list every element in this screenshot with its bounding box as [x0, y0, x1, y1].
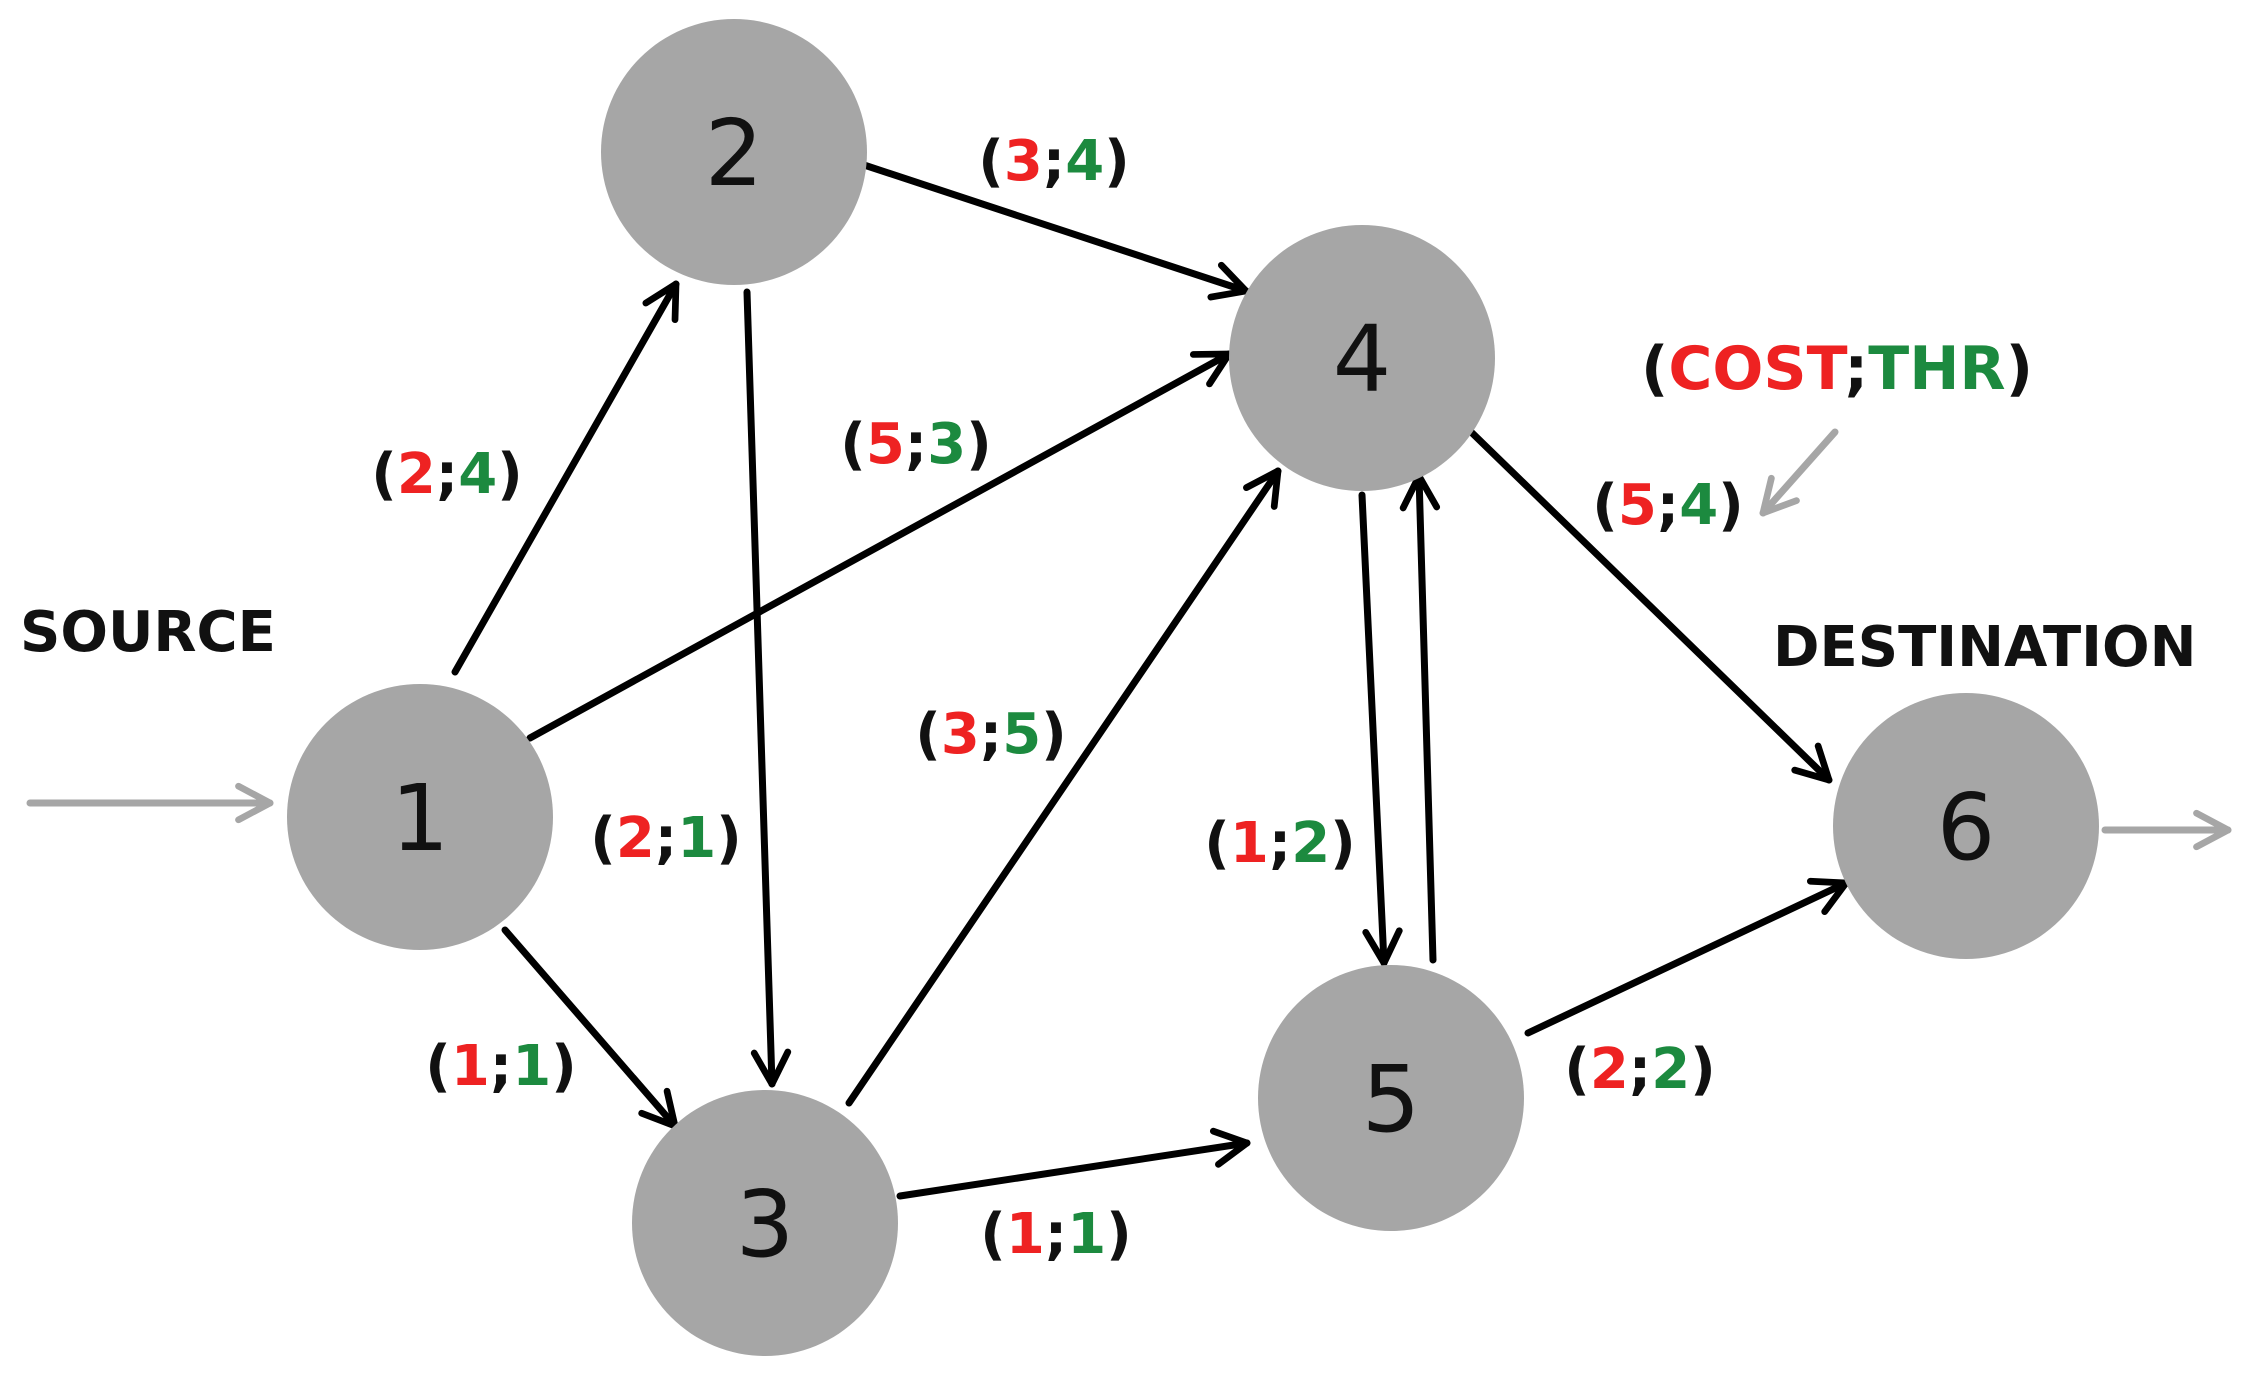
source-label: SOURCE: [20, 600, 276, 665]
edge-5-6-cost: 2: [1590, 1037, 1629, 1102]
edge-label-2-4: (3;4): [978, 129, 1130, 194]
edge-label-3-4: (3;5): [915, 702, 1067, 767]
edge-3-4: [845, 467, 1282, 1107]
edge-1-3-thr: 1: [512, 1034, 551, 1099]
edge-2-3: [743, 288, 792, 1088]
node-2: 2: [601, 19, 867, 285]
edge-3-5-cost: 1: [1006, 1202, 1045, 1267]
node-6-label: 6: [1937, 774, 1996, 881]
edge-4-6: [1463, 424, 1833, 784]
edge-4-6-thr: 4: [1679, 473, 1718, 538]
edge-1-2-cost: 2: [397, 442, 436, 507]
node-1-label: 1: [391, 765, 450, 872]
edge-2-4: [854, 159, 1250, 301]
edge-2-3-thr: 1: [677, 806, 716, 871]
edge-labels: (2;4) (1;1) (5;3) (2;1) (3;4) (3;5) (1;1…: [371, 129, 1744, 1267]
edge-1-2-thr: 4: [458, 442, 497, 507]
node-2-label: 2: [705, 100, 764, 207]
legend-thr: THR: [1868, 334, 2005, 404]
edge-1-4-cost: 5: [866, 412, 905, 477]
node-1: 1: [287, 684, 553, 950]
edge-1-2: [451, 280, 680, 676]
edge-3-5: [896, 1127, 1251, 1200]
edge-label-4-6: (5;4): [1592, 473, 1744, 538]
edge-4-5: [1358, 491, 1403, 967]
edge-label-2-3: (2;1): [590, 806, 742, 871]
edge-label-4-5: (1;2): [1204, 811, 1356, 876]
destination-label: DESTINATION: [1773, 615, 2196, 680]
edge-label-1-4: (5;3): [840, 412, 992, 477]
edge-5-6-thr: 2: [1651, 1037, 1690, 1102]
edge-label-5-6: (2;2): [1564, 1037, 1716, 1102]
edge-label-3-5: (1;1): [980, 1202, 1132, 1267]
edge-3-4-thr: 5: [1002, 702, 1041, 767]
legend: (COST;THR): [1641, 334, 2033, 404]
edge-1-3-cost: 1: [451, 1034, 490, 1099]
edge-1-4: [526, 350, 1233, 742]
edge-1-4-thr: 3: [927, 412, 966, 477]
edge-4-6-cost: 5: [1618, 473, 1657, 538]
node-3-label: 3: [736, 1171, 795, 1278]
edge-label-1-2: (2;4): [371, 442, 523, 507]
edge-3-5-thr: 1: [1067, 1202, 1106, 1267]
edge-2-4-thr: 4: [1065, 129, 1104, 194]
edge-4-5-thr: 2: [1291, 811, 1330, 876]
node-5: 5: [1258, 965, 1524, 1231]
node-4: 4: [1229, 225, 1495, 491]
node-6: 6: [1833, 693, 2099, 959]
edge-2-4-cost: 3: [1004, 129, 1043, 194]
node-5-label: 5: [1362, 1046, 1421, 1153]
edge-2-3-cost: 2: [616, 806, 655, 871]
edge-1-3: [501, 926, 679, 1130]
legend-cost: COST: [1668, 334, 1847, 404]
node-4-label: 4: [1333, 306, 1392, 413]
edges: [451, 159, 1850, 1200]
node-3: 3: [632, 1090, 898, 1356]
edge-5-4: [1399, 472, 1441, 964]
edge-5-6: [1524, 877, 1850, 1037]
edge-label-1-3: (1;1): [425, 1034, 577, 1099]
edge-4-5-cost: 1: [1230, 811, 1269, 876]
legend-pointer-arrow: [1759, 428, 1839, 517]
nodes: 1 2 3 4 5 6: [287, 19, 2099, 1356]
edge-3-4-cost: 3: [941, 702, 980, 767]
